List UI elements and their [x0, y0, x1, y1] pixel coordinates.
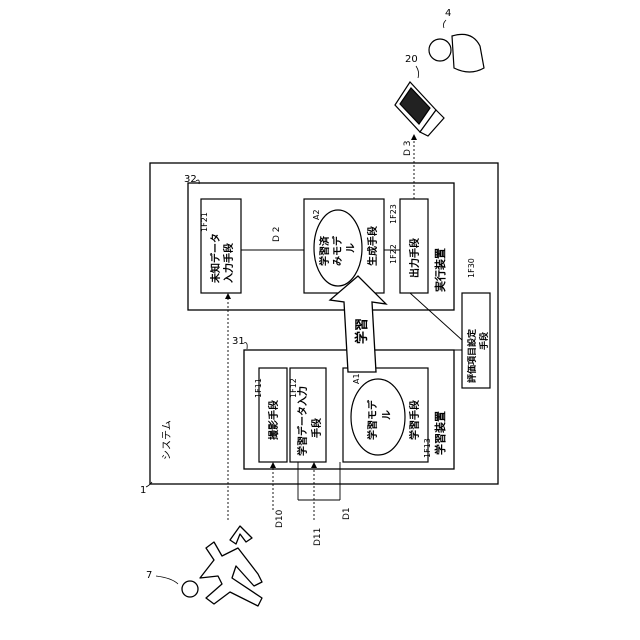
execution-device-label: 実行装置 — [433, 248, 447, 292]
learning-device-ref: 31 — [232, 336, 245, 347]
ref-D1: D1 — [342, 507, 352, 520]
execution-device-ref: 32 — [184, 174, 197, 185]
ref-D2: D 2 — [272, 226, 282, 242]
walking-person-icon — [182, 526, 262, 606]
system-label: システム — [161, 420, 173, 460]
ref-1F30: 1F30 — [467, 258, 476, 278]
ref-4: 4 — [445, 8, 451, 19]
ref-7-leader — [156, 576, 178, 584]
trained-model-label-1: 学習済 — [318, 235, 331, 266]
ref-1F21: 1F21 — [200, 212, 209, 232]
system-ref: 1 — [140, 485, 146, 496]
learning-data-input-label-2: 手段 — [310, 418, 323, 438]
ref-1F23: 1F23 — [389, 204, 398, 224]
learning-device-label: 学習装置 — [433, 411, 447, 455]
ref-7: 7 — [146, 570, 152, 581]
imaging-means-label: 撮影手段 — [267, 400, 280, 440]
d10-arrowhead — [270, 462, 276, 468]
user-to-unknown-arrowhead — [225, 293, 231, 299]
learning-model-label-2: ル — [382, 410, 393, 420]
ref-A1: A1 — [352, 373, 361, 384]
ref-1F22: 1F22 — [389, 244, 398, 264]
output-means-label: 出力手段 — [408, 238, 421, 278]
user-person-icon — [429, 34, 484, 72]
eval-setting-label-2: 手段 — [478, 331, 490, 350]
generation-means-label: 生成手段 — [366, 226, 379, 266]
eval-setting-label-1: 評価項目設定 — [466, 328, 478, 383]
learning-arrow-label: 学習 — [354, 318, 370, 344]
ref-D3: D 3 — [403, 140, 413, 156]
trained-model-label-2: みモデ — [331, 235, 344, 266]
ref-D11: D11 — [313, 528, 323, 546]
learning-means-label: 学習手段 — [408, 400, 421, 440]
ref-20-leader — [416, 66, 419, 78]
ref-1F13: 1F13 — [423, 438, 432, 458]
ref-1F12: 1F12 — [289, 378, 298, 398]
ref-4-leader — [443, 20, 446, 28]
d11-arrowhead — [311, 462, 317, 468]
ref-D10: D10 — [275, 509, 285, 528]
unknown-data-input-label-2: 入力手段 — [222, 243, 235, 283]
d3-arrowhead — [411, 134, 417, 140]
ref-A2: A2 — [312, 209, 321, 220]
ref-20: 20 — [405, 54, 418, 65]
trained-model-label-3: ル — [346, 243, 357, 253]
ref-1F11: 1F11 — [254, 378, 263, 398]
learning-model-label-1: 学習モデ — [366, 399, 379, 440]
unknown-data-input-label-1: 未知データ — [209, 233, 222, 284]
laptop-icon — [395, 82, 444, 136]
